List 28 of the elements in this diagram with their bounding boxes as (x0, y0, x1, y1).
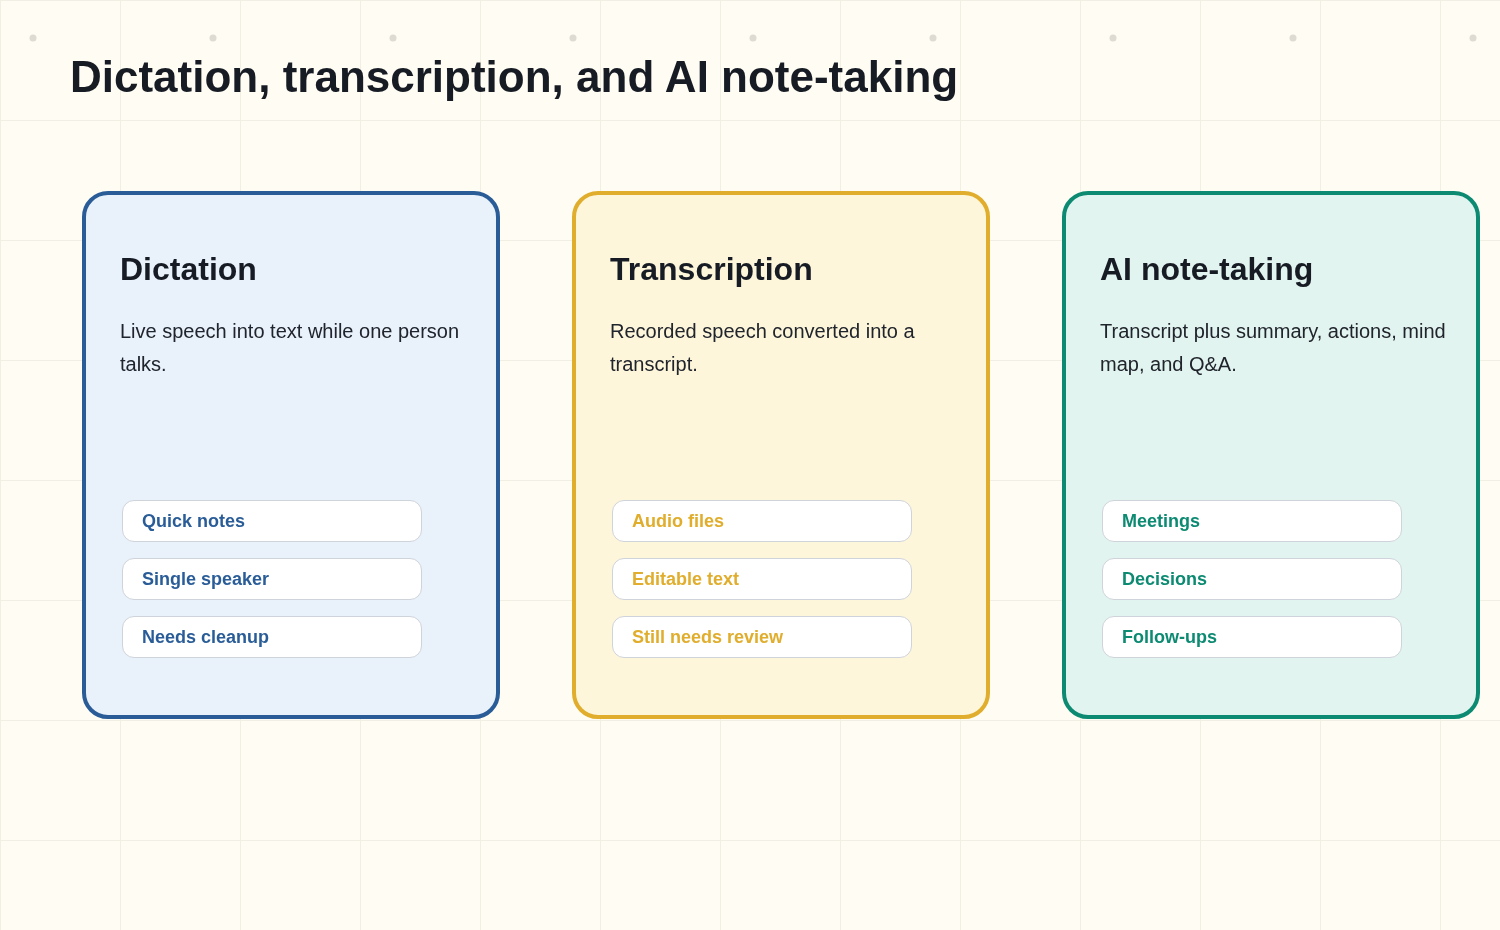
category-card (572, 191, 990, 719)
feature-tag (612, 500, 912, 542)
card-heading: Transcription (610, 251, 813, 288)
card-description: Live speech into text while one person talks. (120, 319, 461, 377)
card-description: Recorded speech converted into a transcript. (610, 319, 916, 377)
title: Dictation, transcription, and AI note-taking (70, 52, 959, 102)
category-card (1062, 191, 1480, 719)
feature-tag (1102, 616, 1402, 658)
tag-label: Decisions (1122, 568, 1208, 590)
feature-tag (1102, 558, 1402, 600)
feature-tag (612, 616, 912, 658)
card-heading: AI note-taking (1100, 251, 1314, 288)
card-description: Transcript plus summary, actions, mind map, and Q&A. (1100, 319, 1447, 377)
tag-label: Single speaker (142, 568, 270, 590)
tag-label: Editable text (632, 568, 740, 590)
tag-label: Meetings (1122, 510, 1200, 532)
feature-tag (122, 558, 422, 600)
tag-label: Quick notes (142, 510, 246, 532)
tag-label: Still needs review (632, 626, 784, 648)
card-heading: Dictation (120, 251, 257, 288)
category-card (82, 191, 500, 719)
feature-tag (1102, 500, 1402, 542)
tag-label: Follow-ups (1122, 626, 1217, 648)
tag-label: Needs cleanup (142, 626, 270, 648)
tag-label: Audio files (632, 510, 724, 532)
feature-tag (612, 558, 912, 600)
feature-tag (122, 500, 422, 542)
feature-tag (122, 616, 422, 658)
